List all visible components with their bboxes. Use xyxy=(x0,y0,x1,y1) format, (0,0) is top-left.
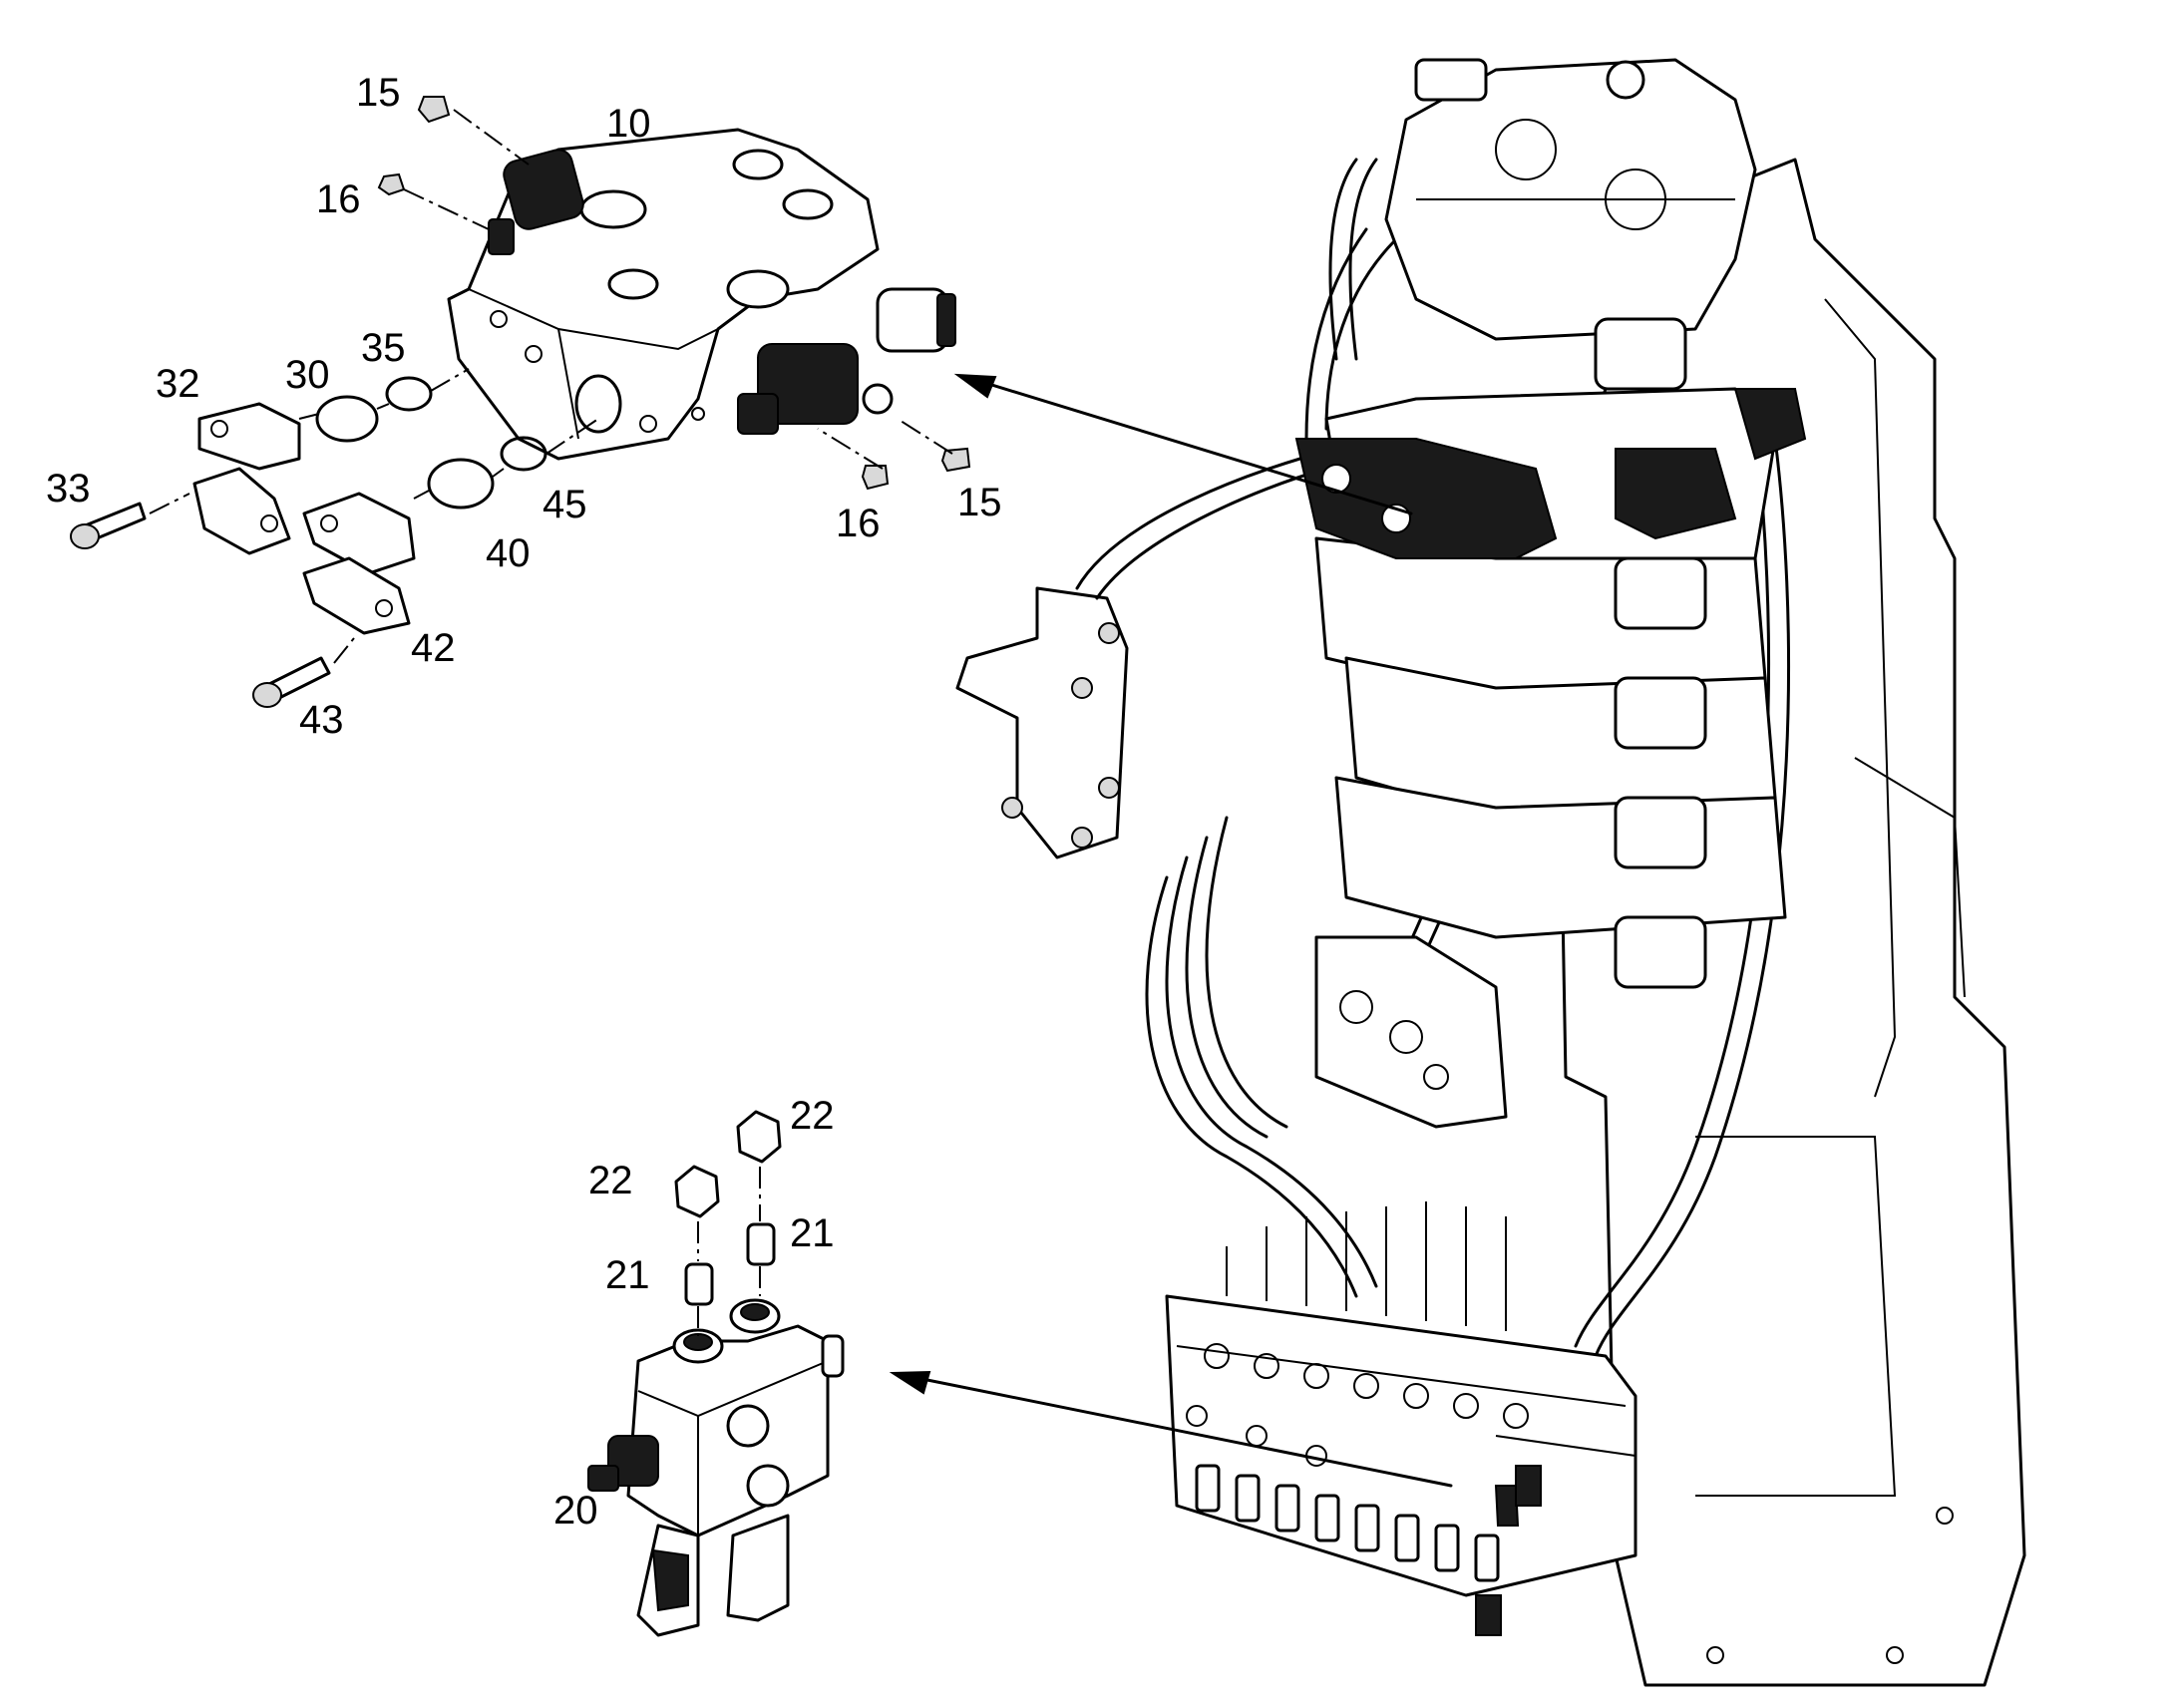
callout-40: 40 xyxy=(486,531,531,575)
callout-32: 32 xyxy=(156,362,200,406)
main-valve-assembly xyxy=(955,58,2026,1687)
callout-15-top: 15 xyxy=(356,71,401,115)
callout-21-right: 21 xyxy=(790,1211,835,1255)
callout-15-bottom: 15 xyxy=(957,481,1002,524)
callout-20: 20 xyxy=(553,1489,598,1533)
callout-30: 30 xyxy=(285,353,330,397)
callout-16-bottom: 16 xyxy=(836,502,881,545)
callout-43: 43 xyxy=(299,698,344,742)
fittings-item-10 xyxy=(70,96,971,708)
callout-42: 42 xyxy=(411,626,456,670)
callout-10: 10 xyxy=(606,102,651,146)
callout-21-left: 21 xyxy=(605,1253,650,1297)
callout-33: 33 xyxy=(46,467,91,511)
callout-labels: 15 10 16 32 30 35 33 45 40 16 15 42 43 2… xyxy=(46,71,1002,1533)
valve-section-10 xyxy=(447,128,956,461)
callout-45: 45 xyxy=(543,483,587,526)
callout-22-lower: 22 xyxy=(588,1159,633,1202)
valve-block-20 xyxy=(587,1298,845,1637)
fittings-item-21-22 xyxy=(674,1110,782,1336)
location-arrows xyxy=(889,373,1453,1488)
callout-35: 35 xyxy=(361,326,406,370)
callout-16-top: 16 xyxy=(316,177,361,221)
callout-22-upper: 22 xyxy=(790,1094,835,1138)
